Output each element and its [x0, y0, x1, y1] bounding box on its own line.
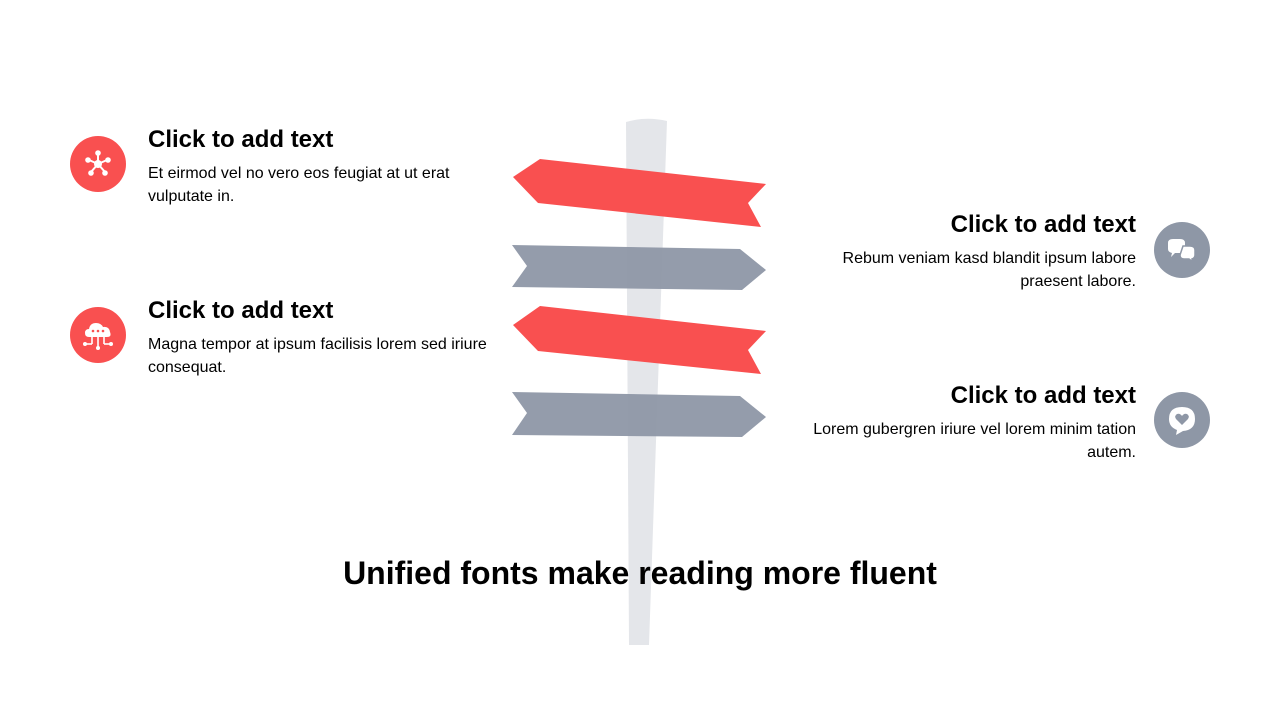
- item-title[interactable]: Click to add text: [950, 211, 1136, 238]
- signpost-arrow-red-2: [513, 306, 766, 374]
- right-item-1: Click to add text Rebum veniam kasd blan…: [790, 211, 1136, 293]
- item-title[interactable]: Click to add text: [148, 126, 334, 153]
- item-body[interactable]: Rebum veniam kasd blandit ipsum labore p…: [842, 250, 1136, 290]
- signpost-arrow-red-1: [513, 159, 766, 227]
- signpost-arrow-gray-1: [512, 245, 766, 290]
- footer-title[interactable]: Unified fonts make reading more fluent: [343, 555, 937, 591]
- right-item-2: Click to add text Lorem gubergren iriure…: [790, 382, 1136, 464]
- left-item-2: Click to add text Magna tempor at ipsum …: [148, 297, 498, 379]
- item-body[interactable]: Magna tempor at ipsum facilisis lorem se…: [148, 336, 487, 376]
- chat-bubbles-icon: [1154, 222, 1210, 278]
- item-body[interactable]: Et eirmod vel no vero eos feugiat at ut …: [148, 165, 450, 205]
- cloud-network-icon: [70, 307, 126, 363]
- signpost-arrow-gray-2: [512, 392, 766, 437]
- left-item-1: Click to add text Et eirmod vel no vero …: [148, 126, 498, 208]
- item-title[interactable]: Click to add text: [148, 297, 334, 324]
- heart-chat-icon: [1154, 392, 1210, 448]
- item-body[interactable]: Lorem gubergren iriure vel lorem minim t…: [813, 421, 1136, 461]
- network-icon: [70, 136, 126, 192]
- item-title[interactable]: Click to add text: [950, 382, 1136, 409]
